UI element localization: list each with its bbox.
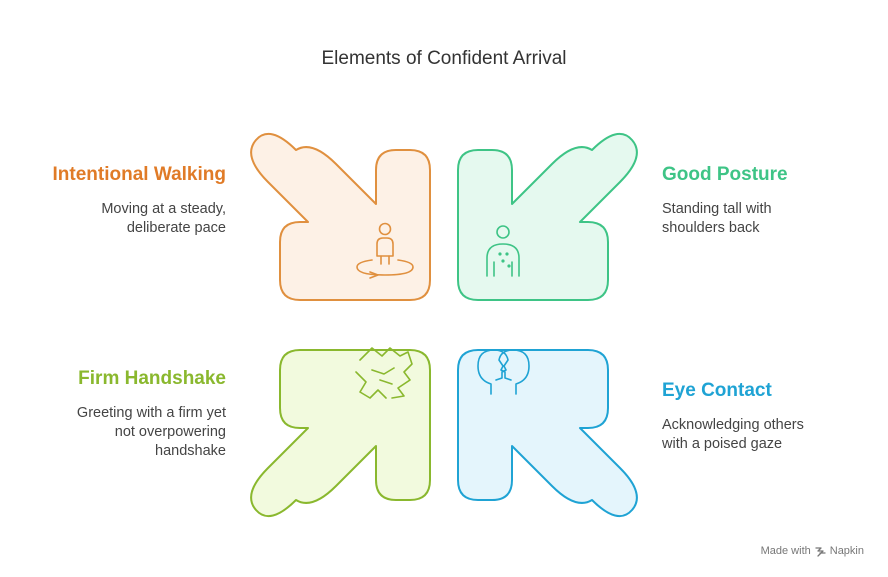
item-heading: Eye Contact	[662, 380, 772, 401]
item-description: Moving at a steady, deliberate pace	[101, 201, 226, 236]
item-heading: Firm Handshake	[78, 368, 226, 389]
arrow-good-posture	[457, 132, 638, 301]
person-walking-circle-icon	[356, 222, 414, 279]
item-heading: Intentional Walking	[52, 164, 226, 185]
diagram-title: Elements of Confident Arrival	[321, 48, 567, 69]
napkin-logo-icon	[815, 546, 826, 557]
item-firm-handshake: Firm Handshake Greeting with a firm yet …	[26, 368, 226, 461]
footer-credit: Made with Napkin	[761, 545, 864, 557]
item-description: Acknowledging others with a poised gaze	[662, 417, 804, 452]
item-good-posture: Good Posture Standing tall with shoulder…	[662, 164, 862, 238]
two-faces-icon	[477, 349, 530, 395]
item-heading: Good Posture	[662, 164, 788, 185]
item-description: Greeting with a firm yet not overpowerin…	[76, 405, 226, 459]
arrow-eye-contact	[457, 349, 638, 518]
item-description: Standing tall with shoulders back	[662, 201, 772, 236]
arrow-firm-handshake	[250, 347, 431, 518]
handshake-icon	[355, 347, 413, 399]
arrow-intentional-walking	[250, 132, 431, 301]
item-eye-contact: Eye Contact Acknowledging others with a …	[662, 380, 862, 454]
person-posture-icon	[486, 225, 520, 277]
napkin-brand: Napkin	[829, 545, 864, 557]
item-intentional-walking: Intentional Walking Moving at a steady, …	[26, 164, 226, 238]
made-with-text: Made with	[760, 545, 811, 557]
